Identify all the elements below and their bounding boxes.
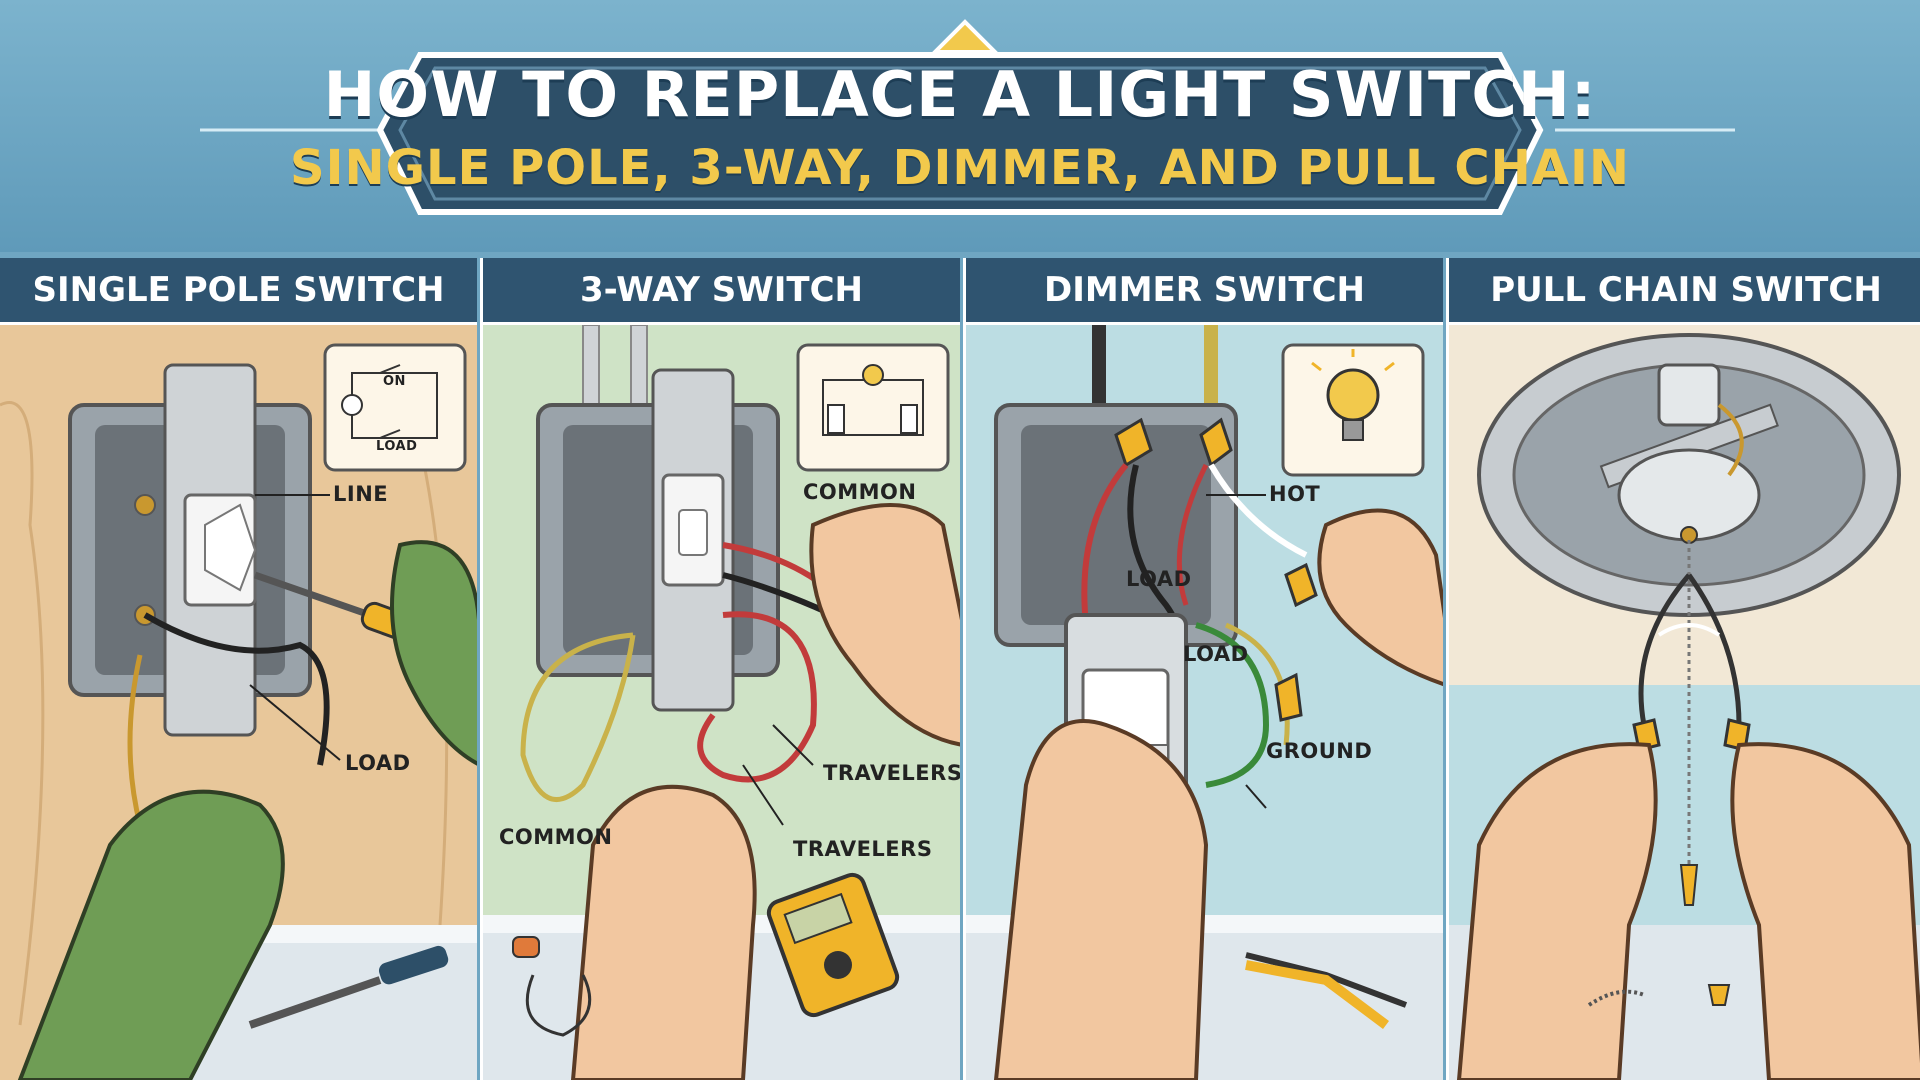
- panel-title: PULL CHAIN SWITCH: [1490, 270, 1882, 310]
- header: HOW TO REPLACE A LIGHT SWITCH: SINGLE PO…: [0, 0, 1920, 252]
- ground-label: GROUND: [1266, 739, 1373, 763]
- hot-label: HOT: [1269, 482, 1321, 506]
- travelers-top-label: TRAVELERS: [823, 761, 960, 785]
- common-bottom-label: COMMON: [499, 825, 613, 849]
- diagram-on-label: ON: [383, 374, 406, 389]
- load-bottom-label: LOAD: [1183, 642, 1249, 666]
- multimeter-icon: [766, 872, 900, 1018]
- panel-dimmer: DIMMER SWITCH: [963, 258, 1443, 1080]
- wiring-diagram-card: [323, 343, 467, 472]
- panel-header: SINGLE POLE SWITCH: [0, 258, 477, 325]
- panel-header: PULL CHAIN SWITCH: [1449, 258, 1920, 325]
- page-title: HOW TO REPLACE A LIGHT SWITCH:: [323, 58, 1597, 131]
- 3-way-illustration: [483, 324, 960, 1080]
- panel-illustration: COMMON TRAVELERS TRAVELERS COMMON: [483, 324, 960, 1080]
- ceiling-fixture-icon: [1477, 333, 1901, 617]
- panel-header: 3-WAY SWITCH: [483, 258, 960, 325]
- common-top-label: COMMON: [803, 480, 917, 504]
- line-label: LINE: [333, 482, 389, 506]
- travelers-bottom-label: TRAVELERS: [793, 837, 933, 861]
- panel-illustration: ON LOAD LINE LOAD: [0, 325, 477, 1080]
- diagram-load-label: LOAD: [376, 439, 418, 454]
- title-banner: [200, 19, 1735, 215]
- pull-chain-illustration: [1449, 325, 1920, 1080]
- panel-title: SINGLE POLE SWITCH: [32, 270, 445, 310]
- panel-pull-chain: PULL CHAIN SWITCH: [1446, 258, 1920, 1080]
- pliers-icon: [1245, 952, 1408, 1029]
- dimmer-illustration: [966, 325, 1443, 1080]
- panel-single-pole: SINGLE POLE SWITCH: [0, 258, 477, 1080]
- wiring-diagram-card: [796, 343, 950, 472]
- load-label: LOAD: [345, 751, 411, 775]
- panel-3-way: 3-WAY SWITCH: [480, 258, 960, 1080]
- panel-header: DIMMER SWITCH: [966, 258, 1443, 325]
- single-pole-illustration: [0, 325, 477, 1080]
- page-subtitle: SINGLE POLE, 3-WAY, DIMMER, AND PULL CHA…: [290, 140, 1630, 196]
- load-top-label: LOAD: [1126, 567, 1192, 591]
- lightbulb-card: [1281, 343, 1425, 477]
- screwdriver-icon: [248, 945, 449, 1029]
- panel-illustration: [1449, 325, 1920, 1080]
- panel-title: 3-WAY SWITCH: [580, 270, 863, 310]
- panel-illustration: HOT LOAD LOAD GROUND: [966, 325, 1443, 1080]
- panel-title: DIMMER SWITCH: [1043, 270, 1366, 310]
